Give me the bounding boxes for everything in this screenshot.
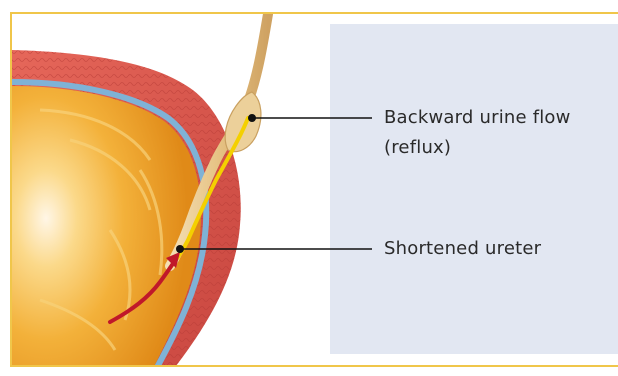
reflux-label-line1: Backward urine flow [384, 103, 571, 133]
ureter-label: Shortened ureter [384, 234, 541, 264]
dot-icon [176, 245, 184, 253]
ureter-bulge [225, 92, 261, 152]
dot-icon [248, 114, 256, 122]
reflux-label-line2: (reflux) [384, 133, 571, 163]
ureter-label-text: Shortened ureter [384, 234, 541, 264]
reflux-label: Backward urine flow (reflux) [384, 103, 571, 163]
